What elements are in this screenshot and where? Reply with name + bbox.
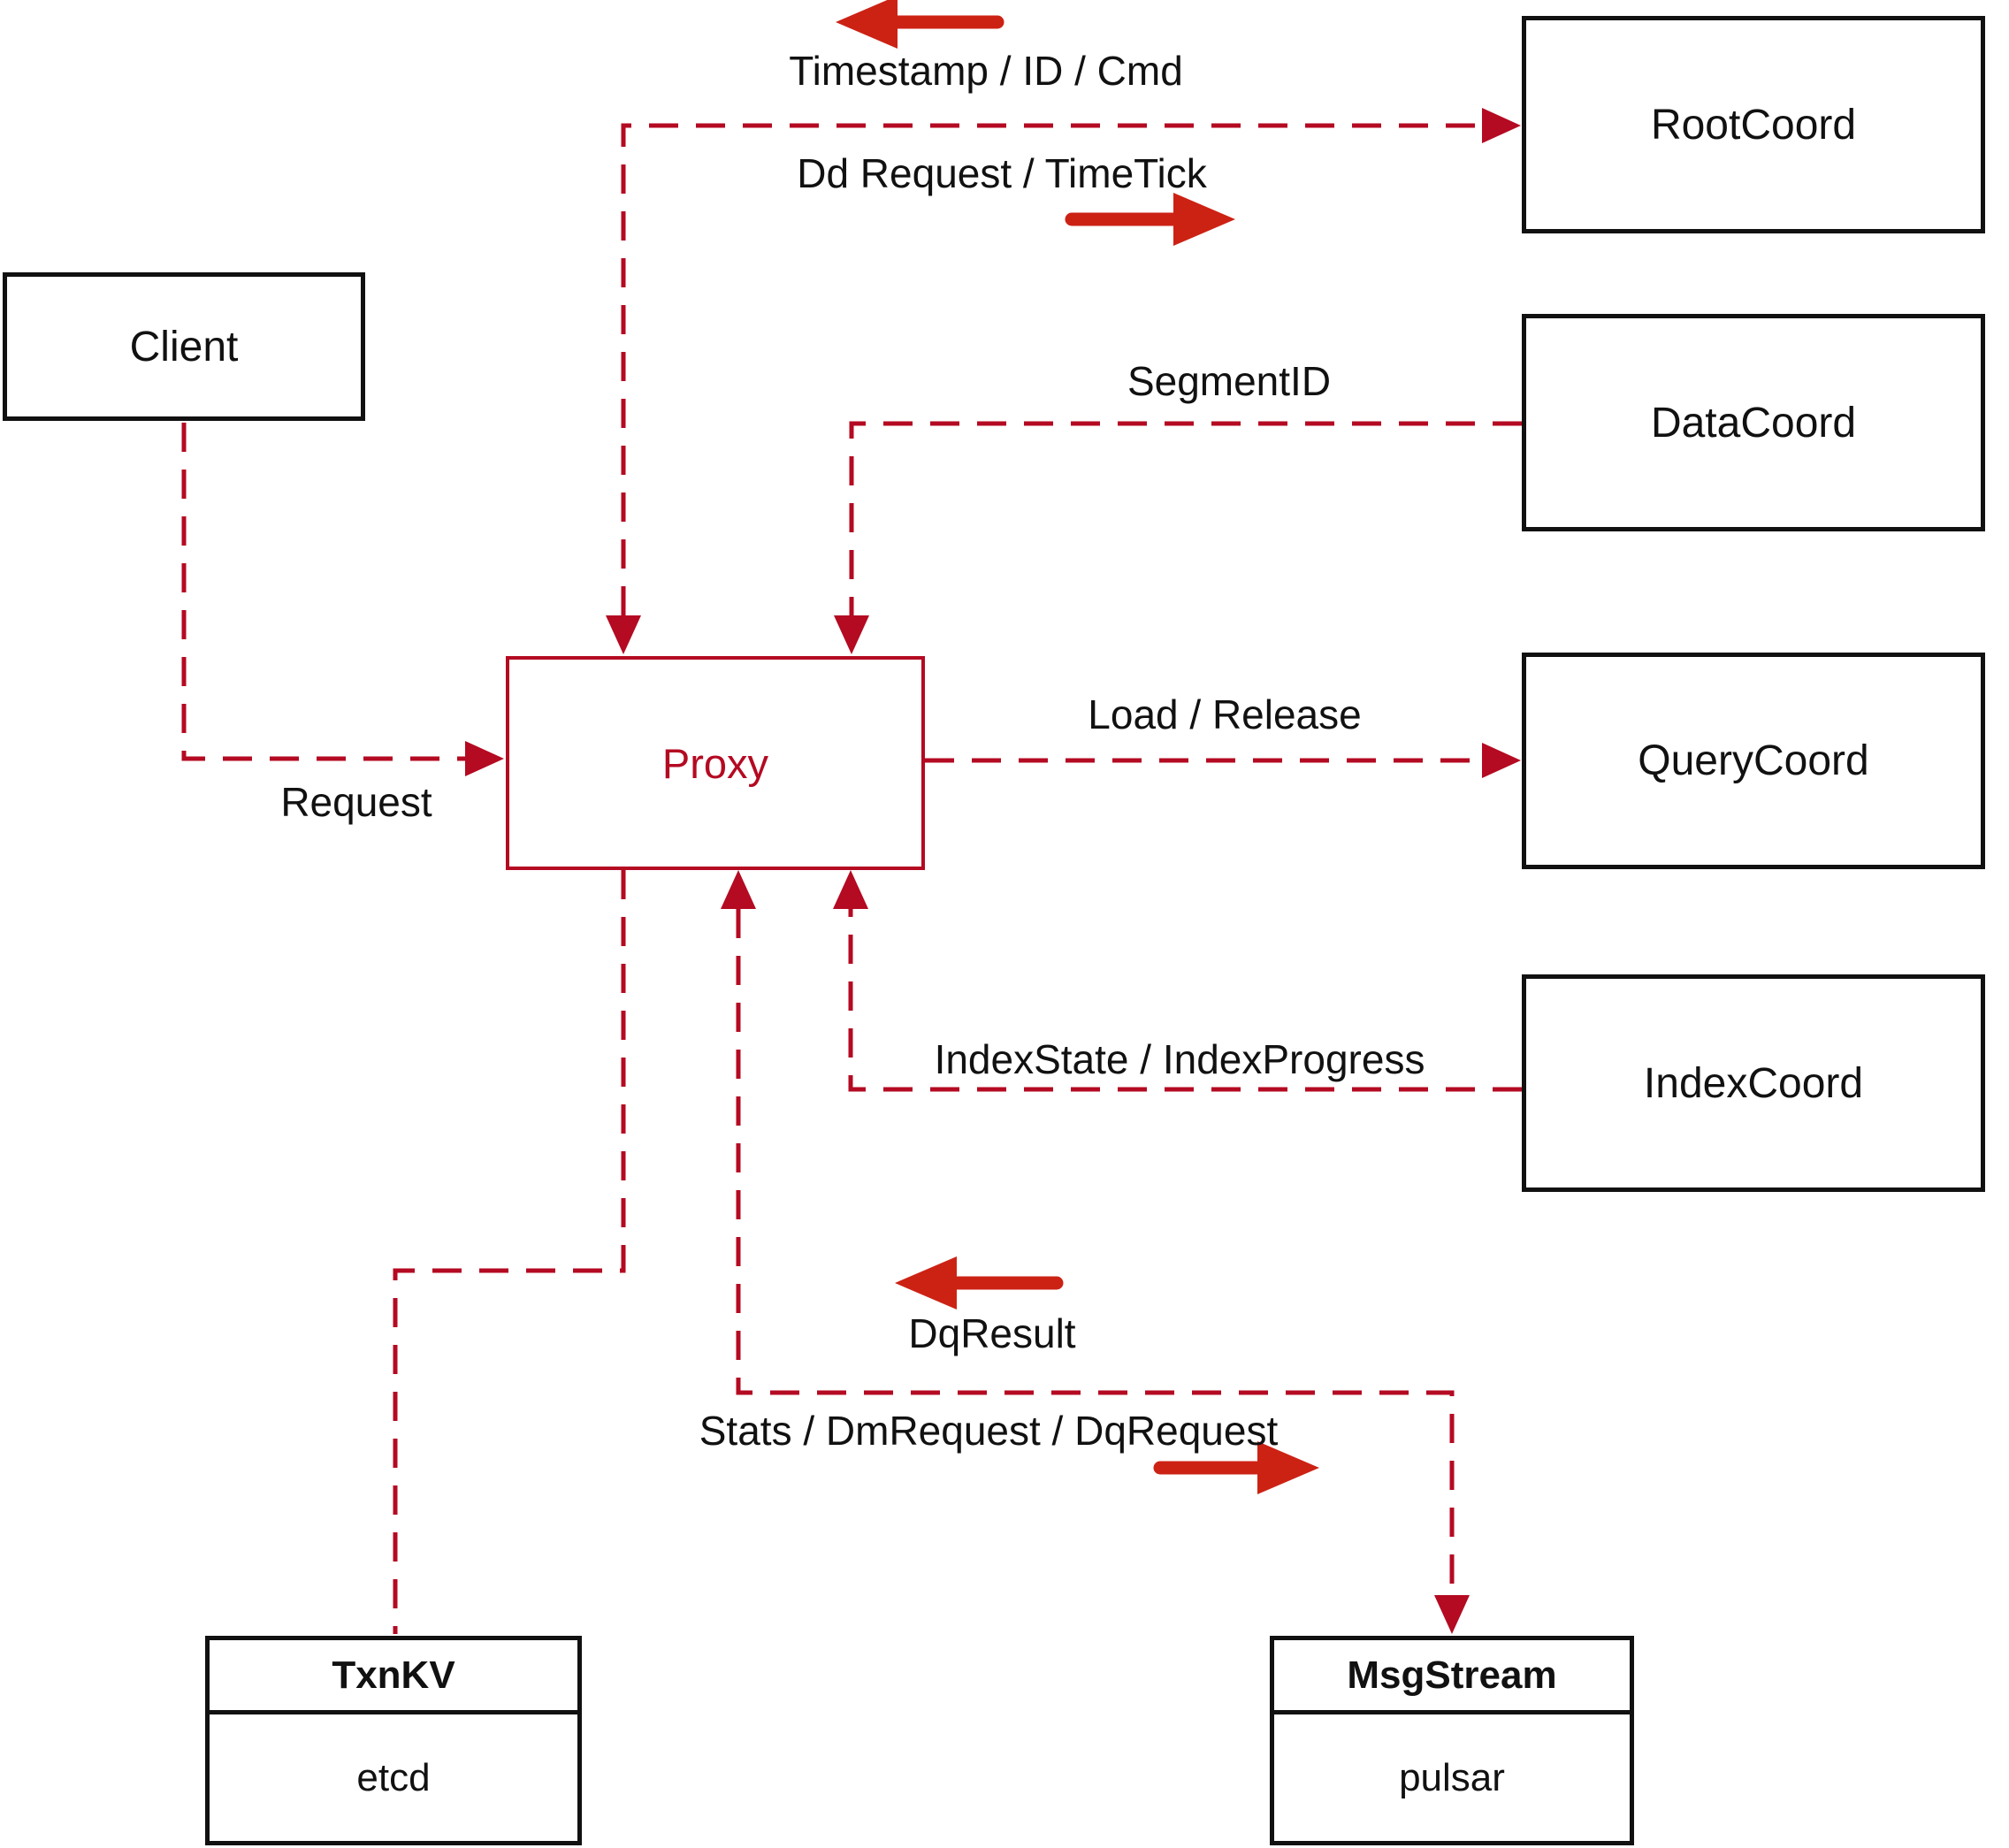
direction-arrow-timestamp-left bbox=[836, 0, 1004, 49]
direction-arrow-stats-right bbox=[1153, 1441, 1319, 1494]
node-client: Client bbox=[3, 272, 365, 421]
edge-indexcoord-proxy bbox=[833, 870, 1522, 1092]
edge-proxy-txnkv-line bbox=[393, 870, 626, 1634]
arrowhead-into-proxy-top-right bbox=[834, 615, 869, 654]
edge-proxy-rootcoord bbox=[606, 108, 1521, 654]
edge-label-segment-id: SegmentID bbox=[1127, 358, 1332, 404]
edge-proxy-rootcoord-line bbox=[621, 123, 1482, 615]
node-msgstream: MsgStream pulsar bbox=[1270, 1636, 1634, 1845]
arrow-head bbox=[895, 1256, 957, 1310]
direction-arrow-dqresult-left bbox=[895, 1256, 1064, 1310]
node-rootcoord-label: RootCoord bbox=[1650, 101, 1857, 149]
edge-label-dq-result: DqResult bbox=[908, 1310, 1076, 1356]
edge-client-proxy bbox=[181, 423, 504, 776]
arrowhead-into-proxy-bottom-left bbox=[721, 870, 756, 909]
node-datacoord: DataCoord bbox=[1522, 314, 1985, 531]
arrowhead-into-proxy-top-left bbox=[606, 615, 641, 654]
edge-proxy-querycoord bbox=[925, 743, 1521, 778]
arrow-head bbox=[836, 0, 898, 49]
edge-label-stats-dm-dq: Stats / DmRequest / DqRequest bbox=[699, 1408, 1279, 1454]
edge-label-load-release: Load / Release bbox=[1088, 691, 1362, 737]
edge-proxy-txnkv bbox=[393, 870, 626, 1634]
edge-client-proxy-line bbox=[181, 423, 465, 761]
edge-indexcoord-proxy-line bbox=[848, 909, 1522, 1092]
node-indexcoord: IndexCoord bbox=[1522, 974, 1985, 1192]
edge-proxy-msgstream bbox=[721, 870, 1470, 1634]
arrowhead-into-proxy-bottom-right bbox=[833, 870, 868, 909]
edge-label-index-state-progress: IndexState / IndexProgress bbox=[934, 1036, 1425, 1082]
node-querycoord-label: QueryCoord bbox=[1638, 737, 1869, 784]
arrow-head bbox=[1257, 1441, 1319, 1494]
edge-datacoord-proxy bbox=[834, 421, 1522, 654]
edge-label-dd-request-timetick: Dd Request / TimeTick bbox=[797, 150, 1207, 196]
node-msgstream-subtitle: pulsar bbox=[1399, 1755, 1505, 1799]
arrowhead-into-rootcoord bbox=[1482, 108, 1521, 143]
node-client-label: Client bbox=[129, 323, 239, 370]
node-txnkv-subtitle: etcd bbox=[356, 1755, 431, 1799]
arrowhead-into-msgstream bbox=[1434, 1595, 1470, 1634]
node-querycoord: QueryCoord bbox=[1522, 653, 1985, 869]
node-txnkv: TxnKV etcd bbox=[205, 1636, 582, 1845]
node-proxy-label: Proxy bbox=[661, 739, 769, 787]
edge-proxy-msgstream-line bbox=[736, 909, 1455, 1595]
edge-label-request: Request bbox=[280, 779, 432, 825]
arrowhead-into-querycoord bbox=[1482, 743, 1521, 778]
node-indexcoord-label: IndexCoord bbox=[1643, 1059, 1864, 1107]
node-proxy: Proxy bbox=[506, 656, 925, 870]
node-rootcoord: RootCoord bbox=[1522, 16, 1985, 233]
arrowhead-into-proxy-left bbox=[465, 741, 504, 776]
node-datacoord-label: DataCoord bbox=[1650, 399, 1857, 447]
edge-datacoord-proxy-line bbox=[849, 421, 1522, 615]
arrow-head bbox=[1173, 193, 1235, 246]
node-txnkv-title: TxnKV bbox=[210, 1640, 577, 1714]
node-msgstream-title: MsgStream bbox=[1274, 1640, 1630, 1714]
direction-arrow-ddrequest-right bbox=[1065, 193, 1235, 246]
edge-label-timestamp-id-cmd: Timestamp / ID / Cmd bbox=[789, 48, 1183, 94]
